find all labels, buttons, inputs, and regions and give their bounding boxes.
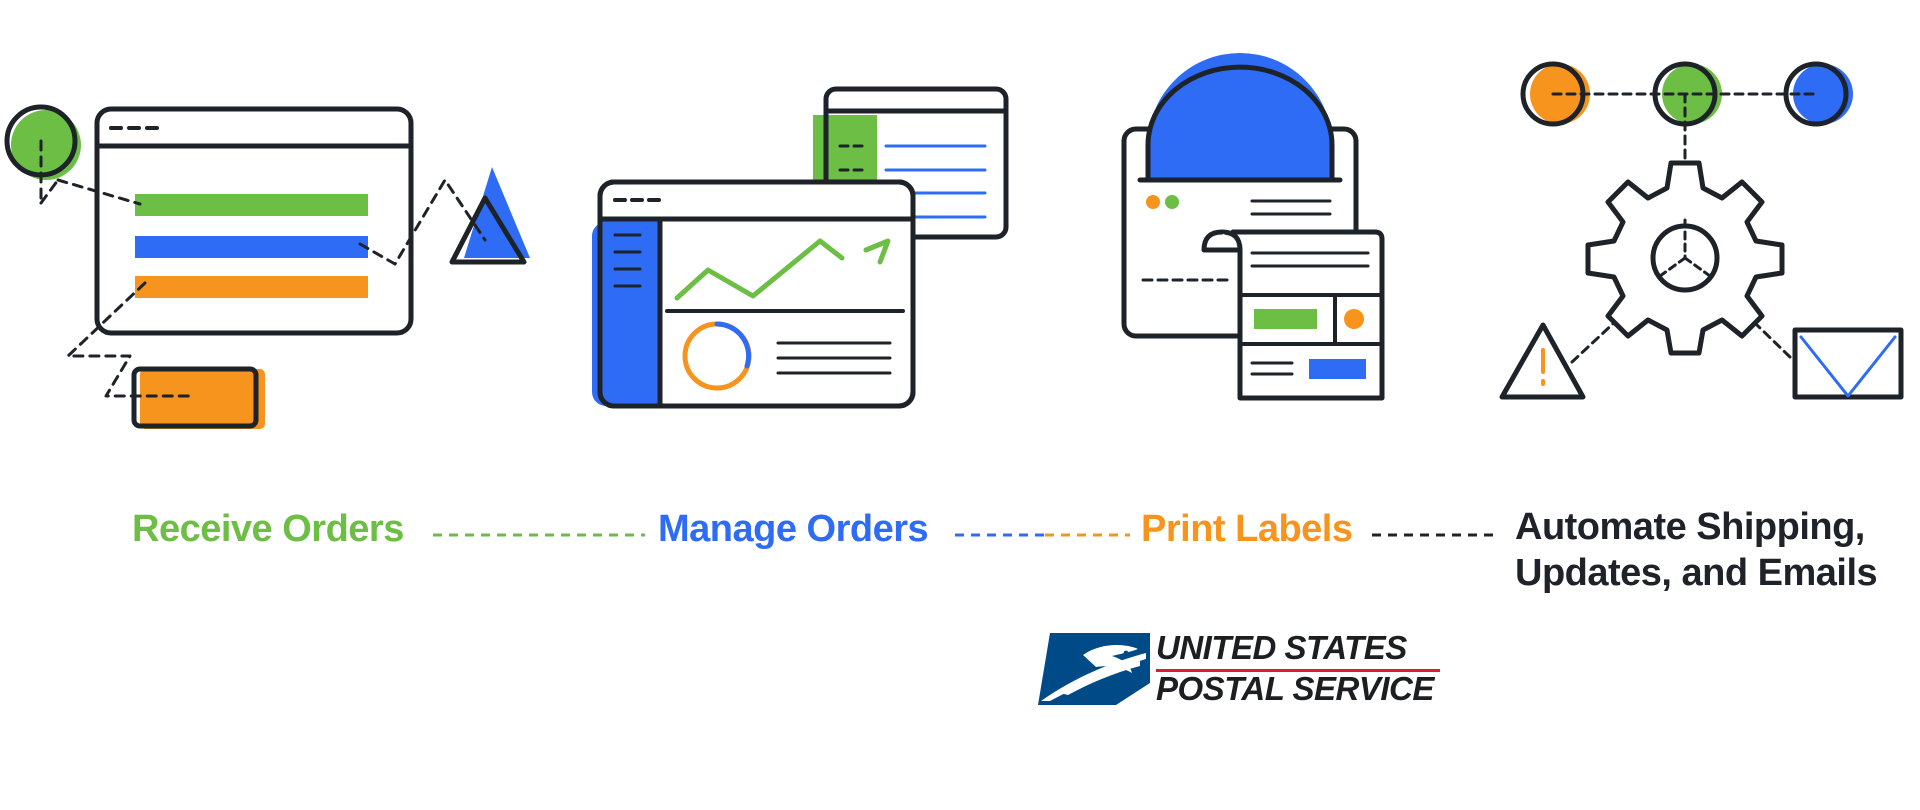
logo-line-1: UNITED STATES — [1156, 629, 1407, 666]
logo-line-2: POSTAL SERVICE — [1156, 670, 1434, 707]
orange-card-icon — [140, 369, 265, 429]
order-bar-orange — [135, 276, 368, 298]
step-label-receive-orders: Receive Orders — [132, 508, 404, 550]
dashboard-icon — [592, 86, 1009, 409]
logo-red-rule — [1156, 669, 1440, 672]
blue-triangle-icon — [464, 167, 530, 258]
step-label-print-labels: Print Labels — [1141, 508, 1353, 550]
trend-line-icon — [674, 238, 845, 301]
automation-gear-icon — [1499, 61, 1904, 400]
printer-label-icon — [1121, 52, 1385, 401]
order-window-icon — [4, 104, 530, 429]
step-label-manage-orders: Manage Orders — [658, 508, 929, 550]
email-envelope-icon — [1792, 327, 1904, 400]
eagle-logo-icon — [1038, 633, 1150, 705]
step-label-automate: Automate Shipping, Updates, and Emails — [1515, 504, 1878, 596]
green-dot-icon — [11, 110, 81, 180]
list-window — [823, 86, 1009, 240]
step-label-automate-line2: Updates, and Emails — [1515, 552, 1878, 594]
order-window — [94, 106, 414, 336]
order-bar-green — [135, 194, 368, 216]
step-label-automate-line1: Automate Shipping, — [1515, 506, 1865, 548]
usps-logo: UNITED STATES POSTAL SERVICE — [1038, 627, 1448, 707]
order-bar-blue — [135, 236, 368, 258]
